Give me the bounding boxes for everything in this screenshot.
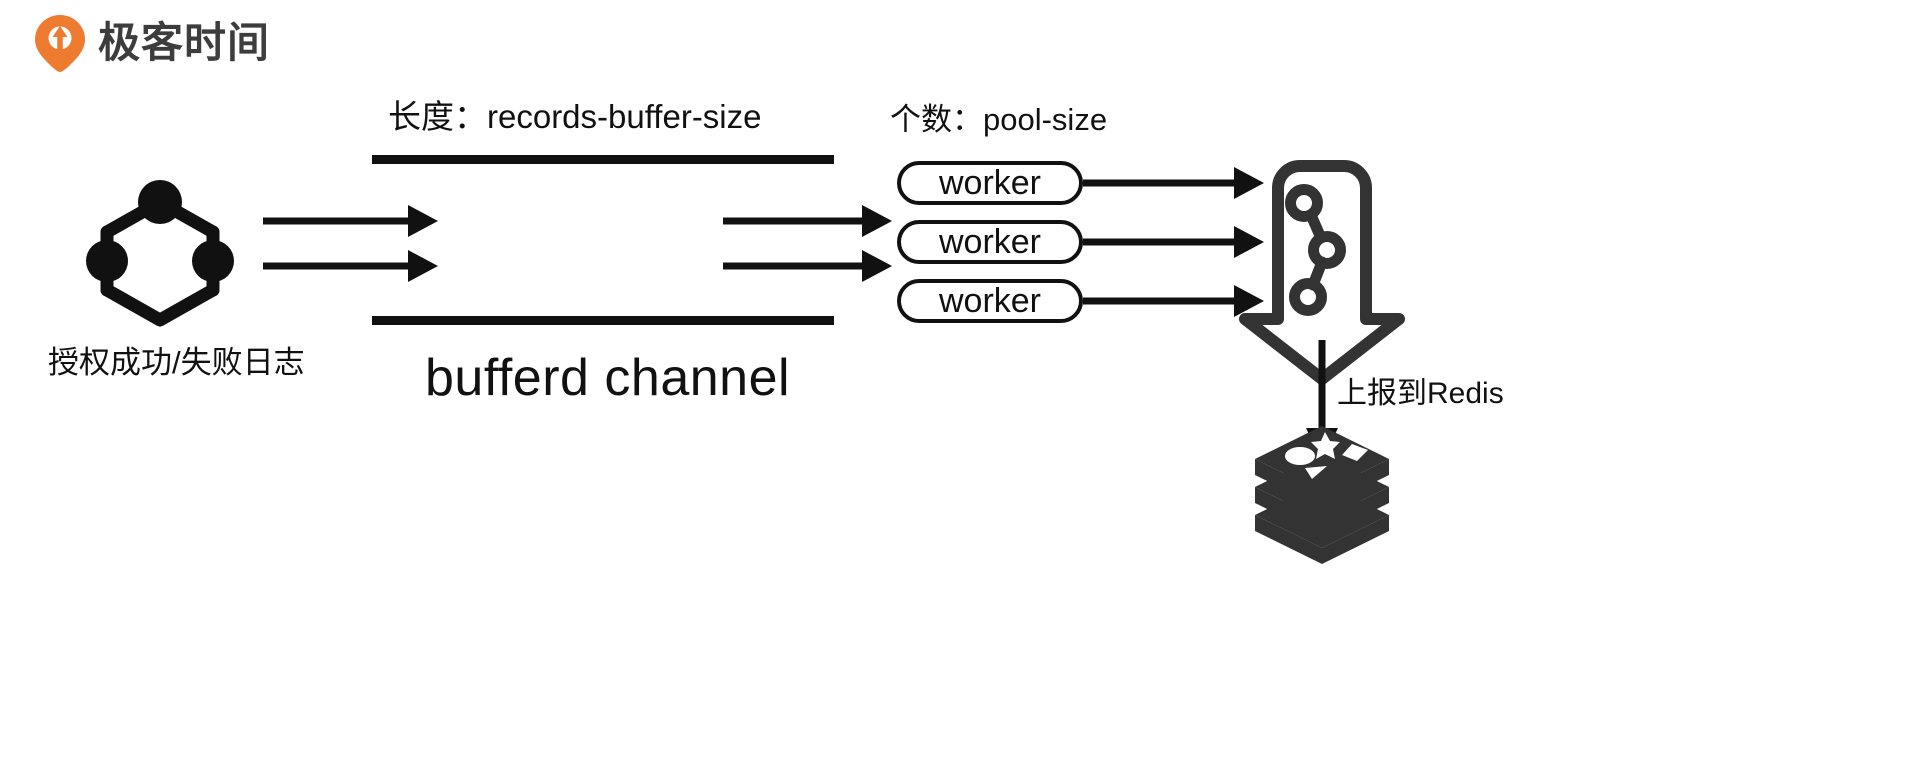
worker-label: worker: [938, 282, 1042, 320]
worker-output-arrow: [1083, 226, 1264, 258]
funnel-aggregator-icon: [1239, 160, 1405, 385]
worker-box: worker: [897, 161, 1083, 205]
brand-logo: 极客时间: [34, 14, 270, 72]
brand-name: 极客时间: [98, 19, 271, 66]
channel-bar-bottom: [372, 316, 834, 325]
label-pool-size: 个数：pool-size: [890, 102, 1108, 137]
worker-output-arrow: [1083, 285, 1264, 317]
redis-logo-icon: [1255, 426, 1389, 564]
egress-arrow: [723, 250, 892, 282]
geektime-pin-logo-icon: [35, 15, 85, 72]
channel-bar-top: [372, 155, 834, 164]
worker-label: worker: [938, 164, 1042, 202]
egress-arrow: [723, 205, 892, 237]
worker-label: worker: [938, 223, 1042, 261]
worker-output-arrow: [1083, 167, 1264, 199]
label-buffer-length: 长度：records-buffer-size: [388, 98, 762, 135]
label-source-logs: 授权成功/失败日志: [48, 345, 305, 380]
ingress-arrow: [263, 250, 438, 282]
ingress-arrow: [263, 205, 438, 237]
worker-box: worker: [897, 279, 1083, 323]
network-nodes-icon: [86, 180, 234, 327]
label-bufferd-channel: bufferd channel: [425, 349, 791, 407]
label-report-to-redis: 上报到Redis: [1337, 377, 1504, 410]
worker-box: worker: [897, 220, 1083, 264]
